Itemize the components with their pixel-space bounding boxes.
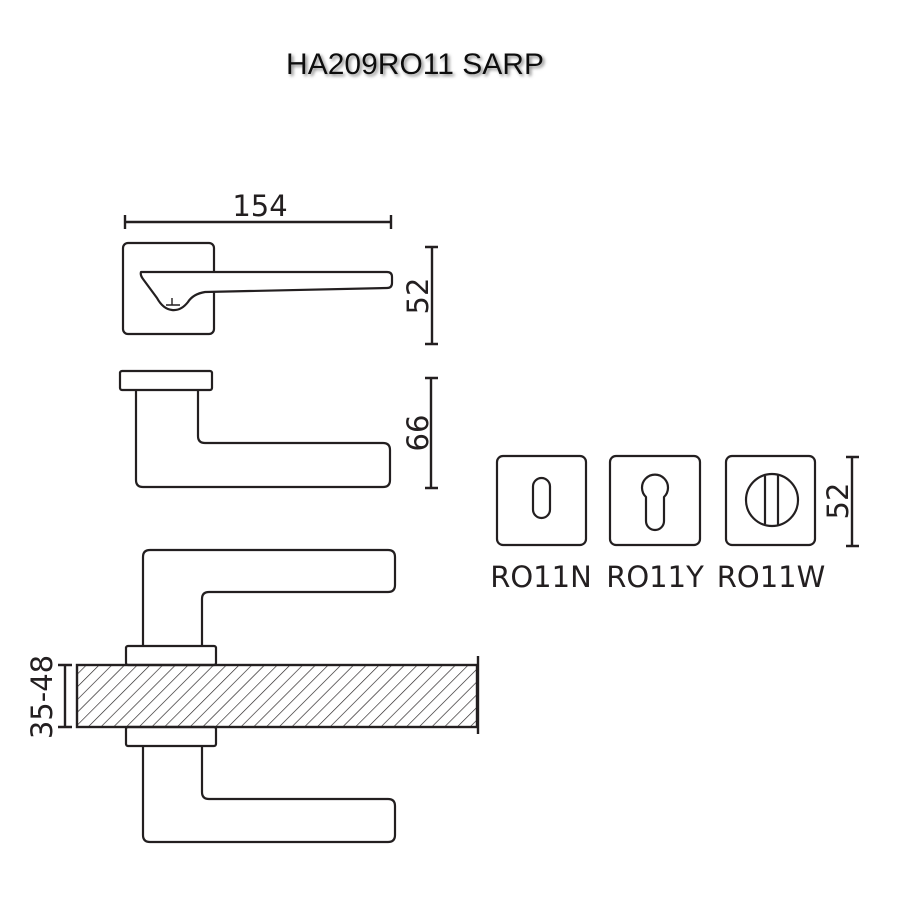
top-view: 154 52 bbox=[121, 189, 438, 346]
escutcheon-ro11y: RO11Y bbox=[606, 454, 704, 594]
euro-cylinder-hole-icon bbox=[640, 473, 670, 532]
product-title: HA209RO11 SARP bbox=[286, 48, 544, 81]
upper-rose bbox=[124, 644, 218, 667]
projection-dimension-line bbox=[425, 376, 438, 490]
door-thickness-dimension-label: 35-48 bbox=[25, 655, 59, 739]
wc-turn-grip-lines bbox=[763, 475, 780, 525]
wc-turn-knob-icon bbox=[744, 472, 800, 528]
set-screw-mark bbox=[166, 298, 180, 306]
lower-lever bbox=[141, 747, 397, 844]
width-dimension-label: 154 bbox=[232, 189, 287, 223]
escutcheon-plate bbox=[608, 454, 702, 547]
escutcheon-label: RO11N bbox=[490, 560, 592, 594]
lower-rose bbox=[124, 725, 218, 748]
door-section-hatched bbox=[75, 663, 479, 729]
upper-lever bbox=[141, 548, 397, 645]
rose-height-dimension-label: 52 bbox=[401, 278, 435, 315]
width-dimension-line bbox=[123, 215, 393, 229]
escutcheon-plate bbox=[724, 454, 817, 547]
escutcheon-ro11n: RO11N bbox=[490, 454, 592, 594]
escutcheon-label: RO11W bbox=[717, 560, 826, 594]
keyhole-slot-icon bbox=[531, 476, 552, 520]
rose-plate bbox=[118, 369, 214, 392]
escutcheon-ro11w: RO11W bbox=[717, 454, 826, 594]
escutcheon-plate bbox=[495, 454, 588, 547]
rose-height-dimension-line bbox=[425, 245, 438, 346]
escutcheon-label: RO11Y bbox=[606, 560, 704, 594]
door-thickness-dimension-line bbox=[58, 663, 72, 729]
lever-side-profile bbox=[134, 391, 392, 489]
escutcheon-height-dimension-label: 52 bbox=[821, 483, 855, 520]
projection-dimension-label: 66 bbox=[401, 415, 435, 452]
lever-top-profile bbox=[139, 270, 394, 312]
side-view: 66 bbox=[118, 369, 438, 490]
door-assembly-view: 35-48 bbox=[25, 548, 480, 844]
escutcheon-height-dimension-line bbox=[846, 455, 859, 548]
